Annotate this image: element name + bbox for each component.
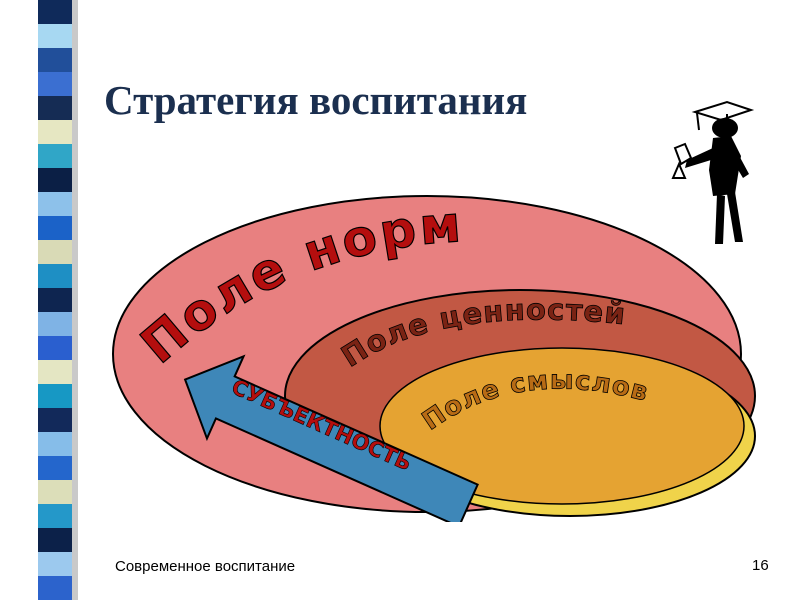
decorative-stripe: [38, 0, 72, 600]
subjectivity-arrow: [183, 354, 479, 522]
page-number: 16: [752, 557, 769, 574]
stripe-shadow: [72, 0, 78, 600]
footer-text: Современное воспитание: [115, 558, 296, 575]
meanings-field-ellipse: [379, 347, 745, 505]
nested-fields-diagram: Поле норм Поле ценностей Поле смыслов СУ…: [112, 194, 756, 522]
graduate-figure-icon: [671, 100, 755, 244]
slide-title: Стратегия воспитания: [104, 77, 528, 123]
